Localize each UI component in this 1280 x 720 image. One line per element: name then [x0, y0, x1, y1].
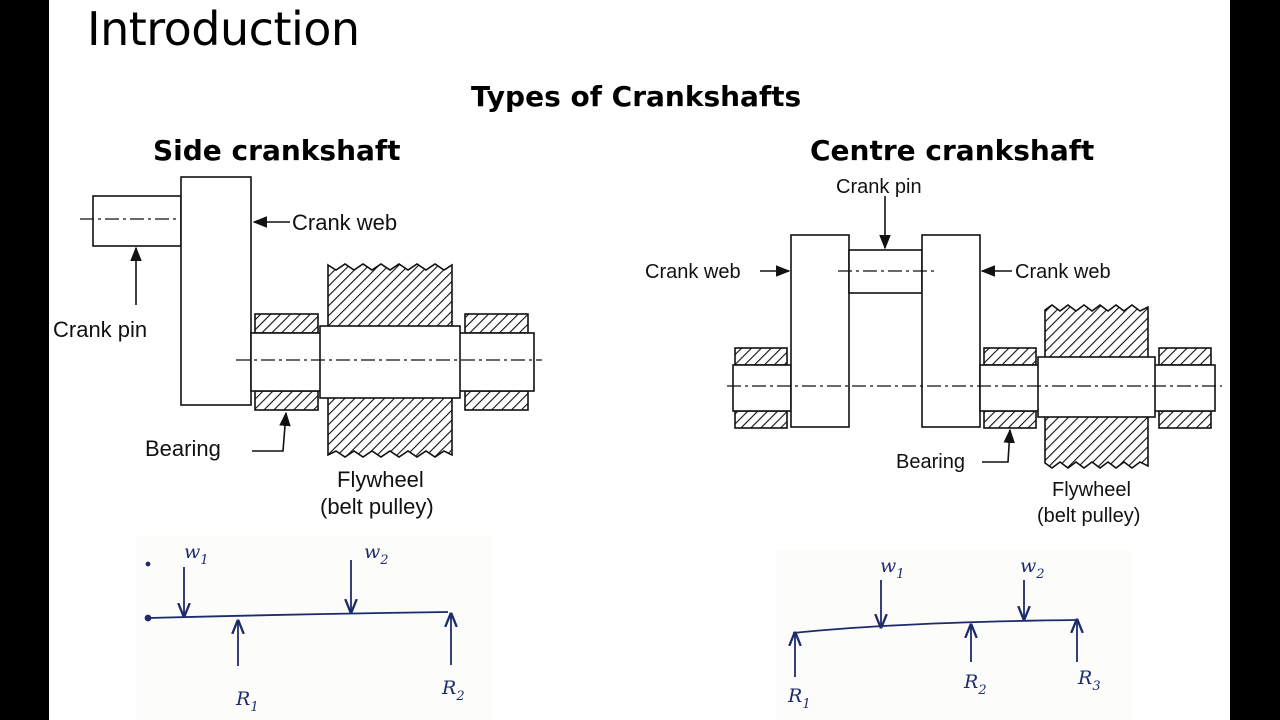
side-r1-label: R1 — [235, 688, 259, 715]
centre-crank-web-left — [790, 234, 850, 428]
centre-beam-line — [792, 619, 1077, 634]
side-flywheel-label: Flywheel — [337, 467, 424, 492]
side-crank-web-label: Crank web — [292, 210, 397, 235]
side-sketch-paper — [136, 536, 492, 720]
centre-bearing-arrow — [982, 428, 1015, 463]
side-w2-label: w2 — [364, 541, 389, 568]
centre-crank-web-left-label: Crank web — [645, 261, 741, 283]
centre-crank-pin-label: Crank pin — [836, 176, 922, 198]
centre-belt-pulley-label: (belt pulley) — [1037, 505, 1140, 527]
centre-sketch-paper — [776, 550, 1132, 720]
centre-r2-label: R2 — [963, 671, 987, 698]
side-r2-label: R2 — [441, 677, 465, 704]
centre-bearing-right-bottom — [1158, 410, 1212, 429]
side-bearing-right-top — [464, 313, 529, 334]
centre-bearing-left-top — [734, 347, 788, 366]
side-crank-web — [180, 176, 252, 406]
centre-bearing-right-top — [1158, 347, 1212, 366]
centre-flywheel-label: Flywheel — [1052, 479, 1131, 501]
centre-crankshaft-heading: Centre crankshaft — [810, 134, 1095, 167]
side-bearing-arrow — [252, 411, 291, 452]
side-crankshaft-heading: Side crankshaft — [153, 134, 401, 167]
side-bearing-right-bottom — [464, 390, 529, 411]
side-belt-pulley-label: (belt pulley) — [320, 494, 434, 519]
centre-flywheel-hub — [1037, 356, 1156, 418]
side-crank-pin-label: Crank pin — [53, 317, 147, 342]
side-bearing-top — [254, 313, 319, 334]
centre-bearing-label: Bearing — [896, 451, 965, 473]
slide-subtitle: Types of Crankshafts — [471, 80, 802, 113]
centre-crank-web-right-label: Crank web — [1015, 261, 1111, 283]
centre-bearing-mid-top — [983, 347, 1037, 366]
centre-load-sketch — [793, 580, 1077, 677]
crankshaft-figures: Crank web Crank pin Bearing Flywheel (be… — [53, 176, 1222, 720]
centre-shaft-left — [732, 364, 792, 412]
centre-w2-label: w2 — [1020, 555, 1045, 582]
side-w1-label: w1 — [184, 541, 209, 568]
side-crankshaft-diagram — [80, 176, 542, 458]
side-load-sketch — [144, 560, 452, 666]
slide-title: Introduction — [87, 2, 360, 56]
centre-crank-pin — [848, 249, 923, 294]
side-bearing-bottom — [254, 390, 319, 411]
side-bearing-label: Bearing — [145, 436, 221, 461]
centre-bearing-left-bottom — [734, 410, 788, 429]
centre-r3-label: R3 — [1077, 667, 1101, 694]
centre-crank-web-right — [921, 234, 981, 428]
slide: Introduction Types of Crankshafts Side c… — [49, 0, 1230, 720]
centre-r1-label: R1 — [787, 685, 811, 712]
side-crank-pin — [92, 195, 182, 247]
side-flywheel-hub — [319, 325, 461, 399]
centre-w1-label: w1 — [880, 555, 905, 582]
centre-crankshaft-diagram — [727, 196, 1222, 469]
centre-bearing-mid-bottom — [983, 410, 1037, 429]
